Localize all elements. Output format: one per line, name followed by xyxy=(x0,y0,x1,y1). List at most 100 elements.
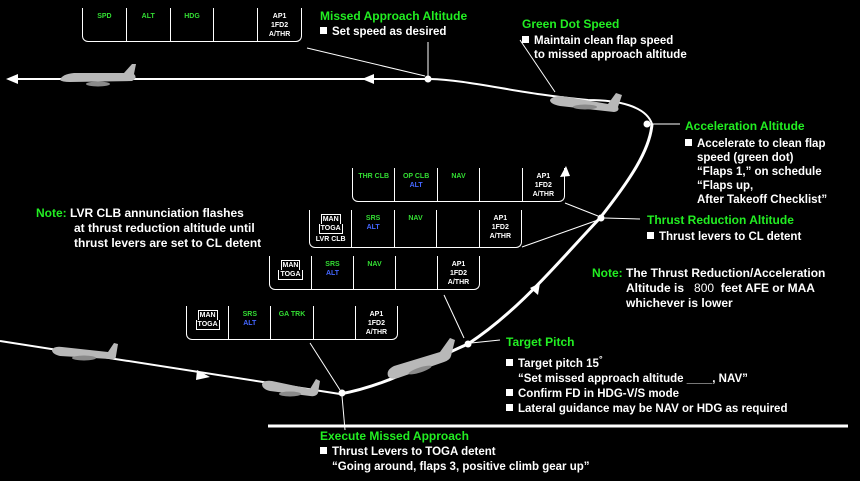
fma-annunciation: A/THR xyxy=(268,31,291,38)
fma-annunciation: SRS xyxy=(242,311,257,318)
fma-annunciation: ALT xyxy=(409,182,423,189)
list-item-continuation: speed (green dot) xyxy=(697,152,794,164)
square-bullet-icon xyxy=(685,139,692,146)
square-bullet-icon xyxy=(522,36,529,43)
note-text: Altitude is xyxy=(626,281,685,295)
fma-annunciation: THR CLB xyxy=(358,173,390,180)
point-thrust-reduction xyxy=(597,214,605,222)
thrust-reduction-altitude-list: Thrust levers to CL detent xyxy=(647,230,801,244)
fma-annunciation: 1FD2 xyxy=(534,182,552,189)
fma-cell xyxy=(214,8,259,41)
fma-cell: NAV xyxy=(354,256,396,289)
point-missed-alt xyxy=(424,75,432,83)
acceleration-altitude-heading: Acceleration Altitude xyxy=(685,119,805,133)
fma-annunciation: ALT xyxy=(366,224,380,231)
aircraft-level-icon xyxy=(60,64,136,87)
fma-annunciation: SRS xyxy=(325,261,340,268)
fma-annunciation: AP1 xyxy=(536,173,551,180)
fma-cell: SPD xyxy=(83,8,127,41)
fma-cell: HDG xyxy=(171,8,215,41)
arrow-climb xyxy=(530,283,540,295)
list-item: Target pitch 15° xyxy=(506,352,787,372)
fma-annunciation: TOGA xyxy=(318,224,343,234)
fma-cell xyxy=(314,306,356,339)
aircraft-rotate-icon xyxy=(262,379,320,397)
fma-annunciation: AP1 xyxy=(451,261,466,268)
note-label: Note: xyxy=(592,266,623,280)
point-target-pitch xyxy=(464,340,472,348)
arrow-approach xyxy=(196,370,210,380)
fma-annunciation: AP1 xyxy=(369,311,384,318)
fma-annunciation: OP CLB xyxy=(402,173,430,180)
square-bullet-icon xyxy=(506,388,513,396)
arrow-left-end xyxy=(6,74,18,84)
leader-p3 xyxy=(521,219,599,248)
fma-cell: GA TRK xyxy=(271,306,314,339)
fma-annunciation: 1FD2 xyxy=(491,224,509,231)
note-label: Note: xyxy=(36,206,67,220)
leader-p2 xyxy=(564,202,599,217)
fma-annunciation: MAN xyxy=(280,260,301,270)
leader-execute xyxy=(341,395,346,431)
square-bullet-icon xyxy=(506,403,513,411)
leader-target-pitch xyxy=(470,339,501,344)
aircraft-turn-icon xyxy=(550,93,622,112)
fma-cell: ALT xyxy=(127,8,171,41)
fma-cell: SRS ALT xyxy=(312,256,354,289)
leader-p5 xyxy=(309,342,341,391)
fma-annunciation: AP1 xyxy=(493,215,508,222)
note-text: feet AFE or MAA xyxy=(720,281,815,295)
fma-cell: NAV xyxy=(395,210,438,247)
acceleration-altitude-list: Accelerate to clean flap speed (green do… xyxy=(685,137,827,207)
fma-annunciation: NAV xyxy=(451,173,466,180)
leader-thrust-red xyxy=(603,217,641,220)
note-text: at thrust reduction altitude until xyxy=(74,221,255,235)
fma-annunciation: LVR CLB xyxy=(315,236,346,243)
note-lvr-clb: Note: LVR CLB annunciation flashes at th… xyxy=(36,206,261,251)
fma-annunciation: A/THR xyxy=(532,191,555,198)
list-item-continuation: “Set missed approach altitude ____, NAV” xyxy=(518,372,748,385)
fma-annunciation: 1FD2 xyxy=(271,22,289,29)
fma-annunciation: ALT xyxy=(325,270,340,277)
fma-annunciation: ALT xyxy=(141,13,155,20)
leader-green-dot xyxy=(519,39,556,93)
fma-cell: SRS ALT xyxy=(352,210,395,247)
fma-annunciation: MAN xyxy=(320,214,341,224)
list-item: Confirm FD in HDG-V/S mode xyxy=(506,387,787,402)
green-dot-speed-heading: Green Dot Speed xyxy=(522,17,620,31)
fma-annunciation: ALT xyxy=(243,320,257,327)
target-pitch-list: Target pitch 15° “Set missed approach al… xyxy=(506,352,787,417)
fma-annunciation: SRS xyxy=(365,215,381,222)
fma-cell: OP CLB ALT xyxy=(395,168,438,201)
fma-annunciation: GA TRK xyxy=(278,311,306,318)
target-pitch-heading: Target Pitch xyxy=(506,335,575,349)
arrow-level xyxy=(362,74,374,84)
leader-p1 xyxy=(306,47,426,77)
note-text-line: Altitude is 800 feet AFE or MAA xyxy=(592,281,825,296)
fma-cell xyxy=(437,210,480,247)
list-item-continuation: “Flaps up, xyxy=(697,180,754,192)
fma-annunciation: 1FD2 xyxy=(367,320,385,327)
missed-approach-altitude-heading: Missed Approach Altitude xyxy=(320,9,468,23)
note-thrust-reduction-altitude: Note: The Thrust Reduction/Acceleration … xyxy=(592,266,825,311)
list-item: Maintain clean flap speed xyxy=(522,34,687,48)
note-text: whichever is lower xyxy=(626,296,733,310)
list-item: Thrust levers to CL detent xyxy=(647,230,801,244)
list-item-continuation: After Takeoff Checklist” xyxy=(697,194,828,206)
fma-annunciation: A/THR xyxy=(365,329,388,336)
degree-symbol: ° xyxy=(598,354,603,364)
list-item-continuation: “Going around, flaps 3, positive climb g… xyxy=(332,461,590,473)
aircraft-approach-icon xyxy=(52,343,118,361)
missed-approach-altitude-list: Set speed as desired xyxy=(320,25,446,39)
fma-annunciation: AP1 xyxy=(272,13,287,20)
list-item: Accelerate to clean flap xyxy=(685,137,827,151)
execute-missed-approach-heading: Execute Missed Approach xyxy=(320,429,469,443)
